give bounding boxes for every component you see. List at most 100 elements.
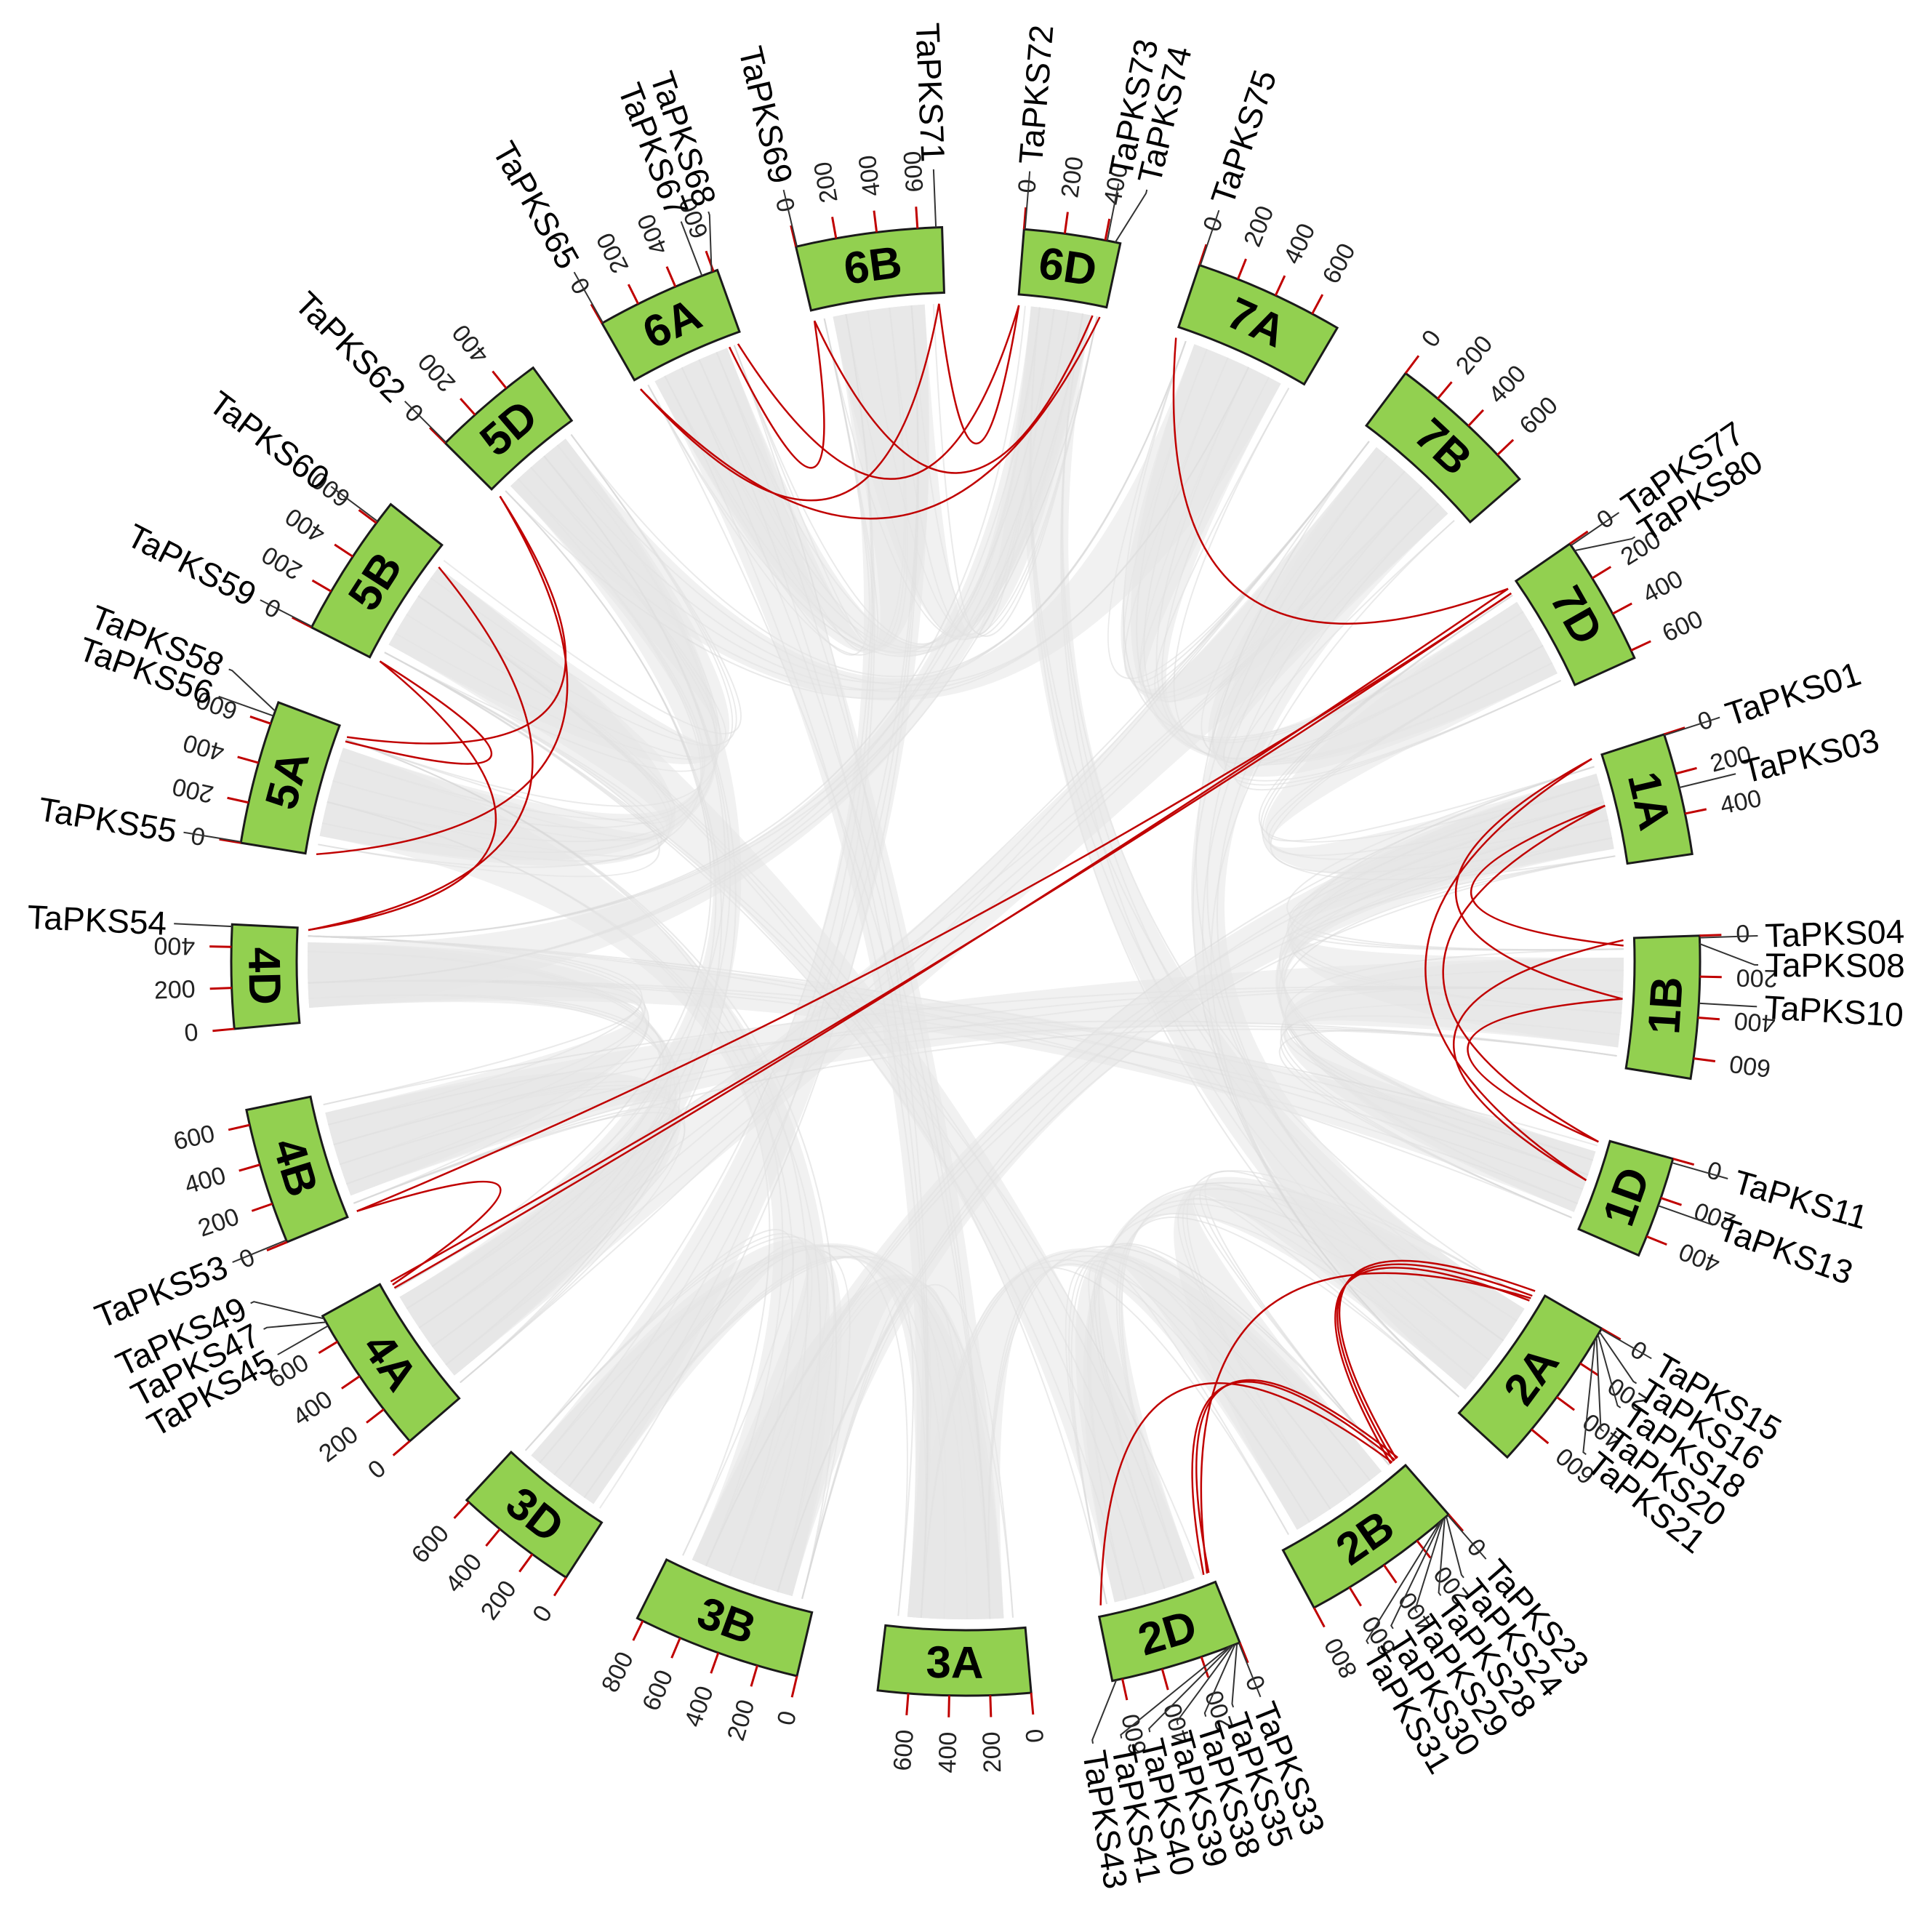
tick-2B-400: [1383, 1564, 1398, 1584]
tick-label-4B-600: 600: [171, 1120, 217, 1156]
gene-leader-TaPKS73: [1106, 183, 1120, 241]
chromosome-4B: [245, 1095, 349, 1244]
tick-label-5A-200: 200: [170, 772, 217, 808]
tick-6D-0: [1022, 207, 1027, 230]
synteny-band-3D-6B: [531, 304, 929, 1504]
gene-leader-TaPKS33: [1238, 1643, 1262, 1698]
tick-label-4B-400: 400: [182, 1161, 229, 1199]
tick-label-4A-0: 0: [363, 1454, 391, 1484]
tick-label-6D-200: 200: [1056, 155, 1089, 199]
tick-6A-600: [705, 250, 715, 272]
tick-4B-200: [251, 1203, 273, 1212]
tick-3D-0: [553, 1576, 567, 1597]
tick-label-1B-0: 0: [1736, 920, 1750, 948]
tick-label-4A-200: 200: [314, 1421, 364, 1468]
segdup-link-TaPKS30-TaPKS43: [1099, 1382, 1393, 1606]
tick-label-5A-400: 400: [180, 729, 228, 766]
chromosome-1D: [1577, 1139, 1675, 1257]
tick-label-7D-0: 0: [1592, 504, 1619, 534]
gene-leader-TaPKS18: [1597, 1334, 1622, 1408]
synteny-link-4B-1B-0: [353, 1028, 1617, 1204]
tick-6B-400: [873, 210, 878, 233]
segdup-link-TaPKS03-TaPKS11: [1442, 804, 1606, 1143]
segdup-link-TaPKS56-TaPKS59: [345, 660, 493, 765]
segdup-link-TaPKS68-TaPKS72: [737, 305, 1020, 480]
tick-5D-400: [492, 370, 508, 389]
tick-label-3B-200: 200: [722, 1696, 761, 1744]
tick-label-5B-200: 200: [257, 540, 307, 585]
tick-2A-600: [1531, 1428, 1550, 1445]
tick-6B-600: [915, 207, 919, 229]
gene-label-TaPKS01: TaPKS01: [1721, 654, 1865, 733]
tick-5A-600: [249, 716, 271, 725]
gene-label-TaPKS75: TaPKS75: [1203, 65, 1284, 209]
tick-7A-0: [1198, 244, 1208, 266]
gene-leader-TaPKS40: [1148, 1645, 1232, 1733]
tick-5A-400: [237, 755, 259, 764]
tick-label-7D-600: 600: [1658, 605, 1707, 647]
segdup-link-TaPKS49-TaPKS80: [390, 592, 1512, 1283]
synteny-band-2D-5B: [388, 567, 1195, 1603]
tick-label-3A-400: 400: [934, 1731, 962, 1773]
tick-4D-0: [212, 1027, 235, 1033]
synteny-band-4A-5D: [399, 438, 742, 1376]
tick-label-7D-400: 400: [1638, 565, 1688, 609]
segdup-link-TaPKS53-TaPKS80: [356, 592, 1512, 1212]
synteny-band-6A-3A: [654, 348, 1004, 1619]
gene-leader-TaPKS56: [218, 695, 274, 717]
tick-5D-0: [429, 427, 446, 444]
tick-4B-400: [239, 1163, 260, 1172]
gene-leader-TaPKS38: [1203, 1644, 1236, 1717]
tick-4B-0: [266, 1240, 288, 1252]
tick-2D-600: [1121, 1678, 1129, 1701]
gene-leader-TaPKS68: [708, 211, 713, 273]
chromosome-4D: [230, 923, 301, 1030]
gene-leader-TaPKS24: [1446, 1516, 1464, 1579]
tick-label-5B-400: 400: [281, 502, 330, 548]
tick-1D-400: [1646, 1235, 1667, 1246]
tick-label-5D-0: 0: [400, 398, 429, 427]
tick-5A-0: [219, 838, 241, 844]
chromosome-2D: [1097, 1580, 1241, 1683]
gene-leader-TaPKS54: [174, 923, 233, 928]
gene-leader-TaPKS69: [782, 189, 798, 247]
gene-leader-TaPKS65: [573, 271, 604, 324]
tick-label-3B-400: 400: [679, 1683, 719, 1731]
tick-3A-200: [989, 1695, 993, 1717]
tick-label-6A-200: 200: [591, 228, 634, 278]
tick-7D-400: [1612, 602, 1632, 615]
gene-leader-TaPKS04: [1699, 935, 1758, 939]
segdup-link-TaPKS10-TaPKS11: [1467, 998, 1623, 1143]
tick-label-4B-0: 0: [236, 1243, 259, 1274]
tick-2B-800: [1312, 1607, 1326, 1628]
segdup-link-TaPKS71-TaPKS72: [938, 303, 1020, 445]
segdup-link-TaPKS65-TaPKS74: [640, 316, 1101, 520]
gene-leader-TaPKS55: [183, 831, 241, 843]
tick-5B-400: [334, 543, 354, 558]
gene-leader-TaPKS31: [1366, 1521, 1441, 1645]
tick-5B-200: [311, 579, 332, 593]
tick-label-1A-400: 400: [1718, 785, 1764, 820]
tick-label-1A-0: 0: [1694, 706, 1716, 737]
chromosome-3A: [876, 1624, 1033, 1697]
tick-label-3A-0: 0: [1021, 1728, 1050, 1744]
segdup-link-TaPKS75-TaPKS77: [1172, 337, 1509, 625]
tick-4A-200: [366, 1408, 385, 1424]
tick-label-6B-600: 600: [899, 150, 929, 193]
gene-leader-TaPKS30: [1390, 1520, 1443, 1630]
tick-7D-0: [1569, 530, 1589, 545]
tick-label-7A-200: 200: [1238, 202, 1279, 251]
tick-7A-200: [1237, 258, 1247, 280]
tick-6D-400: [1104, 218, 1111, 241]
tick-label-7A-0: 0: [1198, 213, 1228, 235]
tick-label-1B-200: 200: [1736, 963, 1778, 992]
tick-4A-0: [392, 1440, 411, 1456]
gene-leader-TaPKS74: [1115, 189, 1148, 243]
segdup-link-TaPKS21-TaPKS31: [1334, 1267, 1530, 1464]
tick-4A-400: [341, 1375, 361, 1390]
gene-label-TaPKS72: TaPKS72: [1011, 23, 1060, 165]
segdup-link-TaPKS58-TaPKS62: [346, 495, 567, 745]
tick-4B-600: [228, 1123, 250, 1131]
